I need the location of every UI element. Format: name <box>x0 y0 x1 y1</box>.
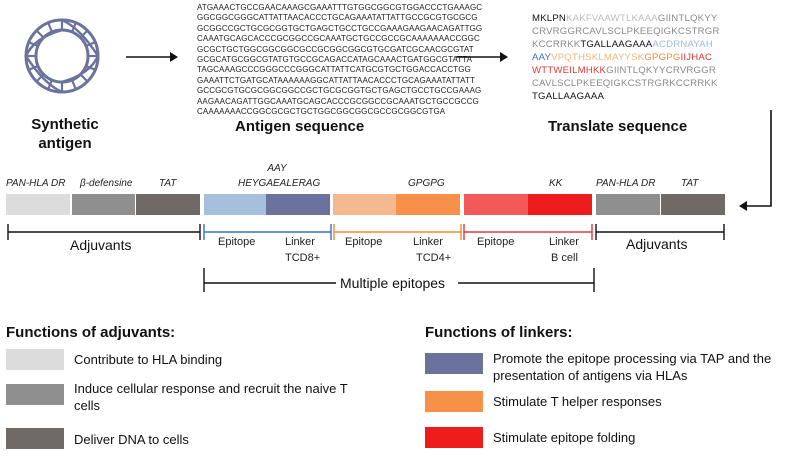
protein-sequence-segment: IIJHAC <box>680 52 713 63</box>
protein-sequence-segment: KAKFVAAWTLKAAA <box>566 13 658 24</box>
protein-sequence-line: CRVRGGRCAVLSCLPKEEQIGKCSTRGR <box>532 25 720 38</box>
dna-sequence-line: AAGAACAGATTGGCAAATGCAGCACCCGCGGCCGCAAATG… <box>197 96 479 106</box>
linker-2-sub: TCD4+ <box>416 252 452 264</box>
legend-text-deliver-dna: Deliver DNA to cells <box>74 432 189 447</box>
legend-swatch-dark-gray <box>6 428 64 449</box>
dna-sequence-line: ATGAAACTGCCGAACAAAGCGAAATTTGTGGCGGCGTGGA… <box>197 3 483 12</box>
protein-sequence-segment: WTTWEILMHKK <box>532 65 607 76</box>
dna-sequence-line: GCGCATGCGGCGTATGTGCCGCAGACCATAGCAAACTGAT… <box>197 55 473 65</box>
segment-tat <box>136 194 200 215</box>
dna-sequence-line: CAAATGCAGCACCCGCGGCCGCAAATGCTGCCGCCGCAAA… <box>197 34 480 44</box>
legend-swatch-dark-blue <box>425 353 483 374</box>
legend-swatch-red <box>425 427 483 448</box>
protein-sequence-segment: KCCRRKK <box>532 39 581 50</box>
dna-sequence-line: GAAATTCTGATGCATAAAAAAGGCATTATTAACACCCTGC… <box>197 75 475 85</box>
dna-sequence-line: GCCGCGTGCGCGGCGGCCGCTGCGCGGTGCTGAGCTGCCT… <box>197 86 482 96</box>
dna-plasmid-icon <box>24 18 100 94</box>
epitope-1-label: Epitope <box>218 236 256 248</box>
legend-text-t-helper: Stimulate T helper responses <box>493 394 662 409</box>
protein-sequence-segment: ACDRNAYAH <box>652 39 713 50</box>
pan-hla-dr-label-2: PAN-HLA DR <box>596 178 656 189</box>
protein-sequence-segment: TGALLAAGAAA <box>532 91 605 102</box>
protein-sequence-line: TGALLAAGAAA <box>532 90 720 103</box>
aay-label: AAY <box>267 163 287 174</box>
dna-sequence-line: CAAAAAAACCGGCGCGCTGCTGGCGGCGGCGCCGCGGCGT… <box>197 107 446 117</box>
bracket-lines <box>7 224 725 292</box>
legend-swatch-light-gray <box>6 349 64 370</box>
adjuvants-legend-title: Functions of adjuvants: <box>6 324 176 341</box>
protein-sequence-line: KCCRRKKTGALLAAGAAAACDRNAYAH <box>532 38 720 51</box>
tat-label: TAT <box>159 178 177 189</box>
segment-linker-bcell <box>528 194 592 215</box>
protein-sequence-segment: MKLPN <box>532 13 567 24</box>
synthetic-antigen-label: Synthetic antigen <box>31 116 99 152</box>
linker-3-sub: B cell <box>551 252 578 264</box>
segment-linker-tcd4 <box>396 194 460 215</box>
arrow-right-icon <box>126 52 178 62</box>
segment-epitope-2 <box>333 194 396 215</box>
beta-defensine-label: β-defensine <box>80 178 133 189</box>
epitope-3-label: Epitope <box>477 236 515 248</box>
antigen-sequence-title: Antigen sequence <box>235 118 365 135</box>
connector-arrow-icon <box>739 110 772 211</box>
linker-1-label: Linker <box>285 236 315 248</box>
protein-sequence-line: AAYVPQTHSKLMAYYSKGPGPGIIJHAC <box>532 51 720 64</box>
segment-pan-hla-dr-2 <box>596 194 660 215</box>
kk-label: KK <box>549 178 563 189</box>
protein-sequence-line: CAVLSCLPKEEQIGKCSTRGRKCCRRKK <box>532 77 720 90</box>
epitope-2-label: Epitope <box>345 236 383 248</box>
gpgpg-label: GPGPG <box>408 178 445 189</box>
linkers-legend-title: Functions of linkers: <box>425 324 573 341</box>
arrow-right-icon <box>456 52 508 62</box>
pan-hla-dr-label: PAN-HLA DR <box>6 178 66 189</box>
segment-epitope-3 <box>464 194 528 215</box>
legend-text-hla-binding: Contribute to HLA binding <box>74 352 223 367</box>
linker-2-label: Linker <box>413 236 443 248</box>
linker-1-sub: TCD8+ <box>285 252 321 264</box>
protein-sequence-line: WTTWEILMHKKGIINTLQKYYCRVRGGR <box>532 64 720 77</box>
segment-linker-tcd8 <box>266 194 330 215</box>
adjuvants-right-label: Adjuvants <box>626 236 688 252</box>
protein-sequence-segment: AAY <box>532 52 552 63</box>
dna-sequence-line: TAGCAAAGCCCGGGCCCGGGCATTATTCATGCGTGCTGGA… <box>197 65 471 75</box>
protein-sequence-line: MKLPNKAKFVAAWTLKAAAGIINTLQKYY <box>532 12 720 25</box>
legend-swatch-orange <box>425 391 483 412</box>
protein-sequence-segment: VPQTHSKLMAYYSK <box>551 52 645 63</box>
protein-sequence-segment: CRVRGGRCAVLSCLPKEEQIGKCSTRGR <box>532 26 720 37</box>
dna-sequence-block: ATGAAACTGCCGAACAAAGCGAAATTTGTGGCGGCGTGGA… <box>197 3 482 117</box>
segment-pan-hla-dr <box>6 194 70 215</box>
protein-sequence-segment: TGALLAAGAAA <box>580 39 653 50</box>
legend-text-tap-processing: Promote the epitope processing via TAP a… <box>493 351 772 383</box>
legend-swatch-mid-gray <box>6 384 64 405</box>
segment-tat-2 <box>661 194 725 215</box>
segment-beta-defensine <box>72 194 135 215</box>
dna-sequence-line: GCGCTGCTGGCGGCGGCGCCGCGGCGGCGTGCGATCGCAA… <box>197 44 474 54</box>
translate-sequence-title: Translate sequence <box>548 118 688 135</box>
dna-sequence-line: GCGGCCGCTGCGCGGTGCTGAGCTGCCTGCCGAAAGAAGA… <box>197 23 483 33</box>
legend-text-epitope-folding: Stimulate epitope folding <box>493 430 636 445</box>
heygaealerag-label: HEYGAEALERAG <box>238 178 321 189</box>
dna-sequence-line: GGCGGCGGGCATTATTAACACCCTGCAGAAATATTATTGC… <box>197 13 478 23</box>
tat-label-2: TAT <box>681 178 699 189</box>
adjuvants-left-label: Adjuvants <box>70 237 132 253</box>
segment-epitope-1 <box>204 194 266 215</box>
legend-text-cellular-response: Induce cellular response and recruit the… <box>74 381 348 413</box>
multiple-epitopes-label: Multiple epitopes <box>340 275 446 291</box>
linker-3-label: Linker <box>549 236 579 248</box>
protein-sequence-segment: CAVLSCLPKEEQIGKCSTRGRKCCRRKK <box>532 78 718 89</box>
protein-sequence-segment: GIINTLQKYY <box>657 13 718 24</box>
protein-sequence-segment: GPGPG <box>644 52 681 63</box>
protein-sequence-segment: GIINTLQKYYCRVRGGR <box>606 65 716 76</box>
